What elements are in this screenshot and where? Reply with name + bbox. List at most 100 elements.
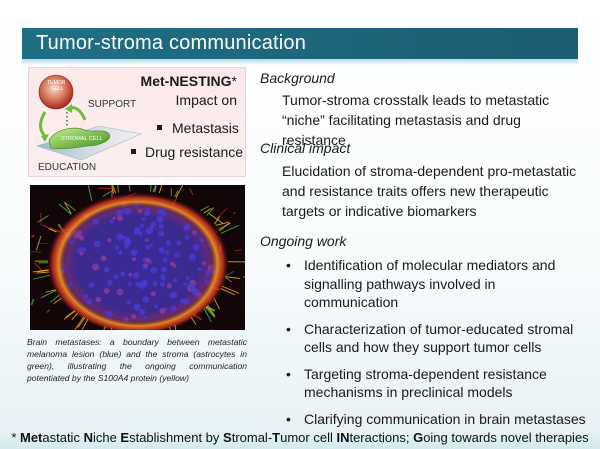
boundary-fiber	[190, 317, 197, 325]
boundary-fiber	[58, 203, 72, 215]
boundary-fiber	[74, 316, 85, 330]
clinical-line: Elucidation of stroma-dependent pro-meta…	[282, 163, 577, 179]
boundary-fiber	[220, 225, 239, 234]
ongoing-item-text: Characterization of tumor-educated strom…	[304, 320, 574, 356]
clinical-line: and resistance traits offers new therape…	[282, 183, 549, 199]
astrocyte-fiber	[35, 235, 42, 251]
boundary-fiber	[103, 326, 106, 330]
support-label: SUPPORT	[88, 99, 137, 110]
boundary-fiber	[65, 310, 75, 319]
boundary-fiber	[215, 221, 230, 226]
astrocyte-fiber	[233, 249, 242, 252]
boundary-fiber	[175, 185, 184, 198]
clinical-impact-text: Elucidation of stroma-dependent pro-meta…	[282, 161, 576, 221]
tumor-cell-label-1: TUMOR	[47, 80, 66, 86]
bullet-square-icon	[131, 149, 136, 154]
impact-item-metastasis: Metastasis	[125, 116, 245, 140]
bullet-dot-icon: •	[286, 410, 291, 427]
boundary-fiber	[150, 185, 152, 192]
impact-list: Metastasis Drug resistance	[125, 116, 245, 164]
ongoing-item-text: Targeting stroma-dependent resistance me…	[304, 365, 547, 401]
boundary-fiber	[168, 326, 172, 330]
boundary-fiber	[158, 185, 163, 194]
acronym-part: iche	[92, 430, 121, 445]
boundary-fiber	[81, 318, 89, 330]
boundary-fiber	[154, 185, 157, 193]
boundary-fiber	[33, 274, 51, 280]
met-nesting-text: Met-NESTING* Impact on	[141, 72, 237, 110]
acronym-part: umor cell	[280, 430, 337, 445]
boundary-fiber	[221, 285, 240, 294]
boundary-fiber	[205, 306, 216, 312]
boundary-fiber	[64, 202, 76, 211]
boundary-fiber	[40, 289, 57, 299]
boundary-fiber	[225, 276, 233, 283]
acronym-part: IN	[336, 430, 350, 445]
support-arrowhead-icon	[65, 104, 72, 113]
ongoing-item-text: Identification of molecular mediators an…	[304, 257, 556, 310]
ongoing-item-text: Clarifying communication in brain metast…	[304, 410, 586, 427]
boundary-fiber	[203, 207, 212, 214]
background-text: Tumor-stroma crosstalk leads to metastat…	[282, 90, 588, 150]
bullet-square-icon	[157, 125, 162, 130]
boundary-fiber	[206, 207, 215, 216]
astrocyte-fiber	[37, 215, 49, 223]
impact-item-drug-resistance: Drug resistance	[125, 140, 245, 164]
boundary-fiber	[214, 216, 221, 225]
bullet-dot-icon: •	[286, 257, 291, 273]
acronym-part: astatic	[42, 430, 84, 445]
micrograph-caption: Brain metastases: a boundary between met…	[27, 337, 247, 383]
astrocyte-fiber	[30, 251, 42, 253]
title-bar: Tumor-stroma communication	[22, 28, 578, 61]
acronym-part: S	[223, 430, 232, 445]
background-line: Tumor-stroma crosstalk leads to metastat…	[282, 92, 550, 108]
boundary-fiber	[77, 317, 86, 328]
met-nesting-panel: STROMAL CELL TUMOR CELL SUPPORT EDUCATIO…	[28, 67, 246, 177]
met-nesting-name: Met-NESTING	[140, 73, 232, 89]
boundary-fiber	[45, 289, 57, 293]
boundary-fiber	[117, 185, 119, 193]
astrocyte-fiber	[242, 275, 245, 278]
brain-metastasis-micrograph	[30, 185, 245, 330]
astrocyte-fiber	[189, 187, 194, 195]
acronym-part: oing towards novel therapies	[423, 430, 589, 445]
boundary-fiber	[49, 294, 60, 303]
boundary-fiber	[218, 222, 230, 232]
boundary-fiber	[71, 312, 79, 321]
impact-item-label: Drug resistance	[145, 144, 244, 160]
boundary-fibers	[32, 185, 245, 330]
boundary-fiber	[203, 308, 212, 323]
ongoing-item: • Identification of molecular mediators …	[282, 256, 590, 312]
astrocyte-fiber	[232, 212, 236, 215]
astrocyte-fiber	[46, 309, 51, 313]
ongoing-item: • Characterization of tumor-educated str…	[282, 320, 590, 357]
acronym-part: E	[120, 430, 130, 445]
astrocyte-fiber	[31, 234, 35, 238]
tumor-stroma-diagram: STROMAL CELL TUMOR CELL	[36, 74, 143, 161]
boundary-fiber	[220, 288, 236, 296]
boundary-fiber	[200, 205, 210, 212]
boundary-fiber	[205, 307, 216, 318]
boundary-fiber	[174, 190, 179, 198]
astrocyte-fiber	[30, 298, 35, 306]
boundary-fiber	[112, 185, 117, 194]
boundary-fiber	[64, 202, 72, 215]
boundary-fiber	[174, 324, 177, 330]
acronym-part: teractions;	[349, 430, 414, 445]
ongoing-item: • Targeting stroma-dependent resistance …	[282, 365, 590, 402]
education-arrowhead-icon	[41, 134, 49, 142]
boundary-fiber	[225, 276, 241, 279]
boundary-fiber	[206, 305, 216, 311]
acronym-part: N	[83, 430, 93, 445]
bullet-dot-icon: •	[286, 320, 291, 337]
background-line: “niche” facilitating metastasis and drug…	[282, 112, 521, 148]
boundary-fiber	[111, 185, 114, 194]
slide-title: Tumor-stroma communication	[36, 32, 307, 54]
education-arrow-icon	[39, 111, 47, 138]
met-nesting-star: *	[231, 73, 237, 89]
acronym-part: G	[413, 430, 424, 445]
acronym-part: *	[11, 430, 20, 445]
boundary-fiber	[53, 297, 62, 305]
stromal-cell-label: STROMAL CELL	[61, 136, 103, 142]
acronym-part: Met	[19, 430, 43, 445]
